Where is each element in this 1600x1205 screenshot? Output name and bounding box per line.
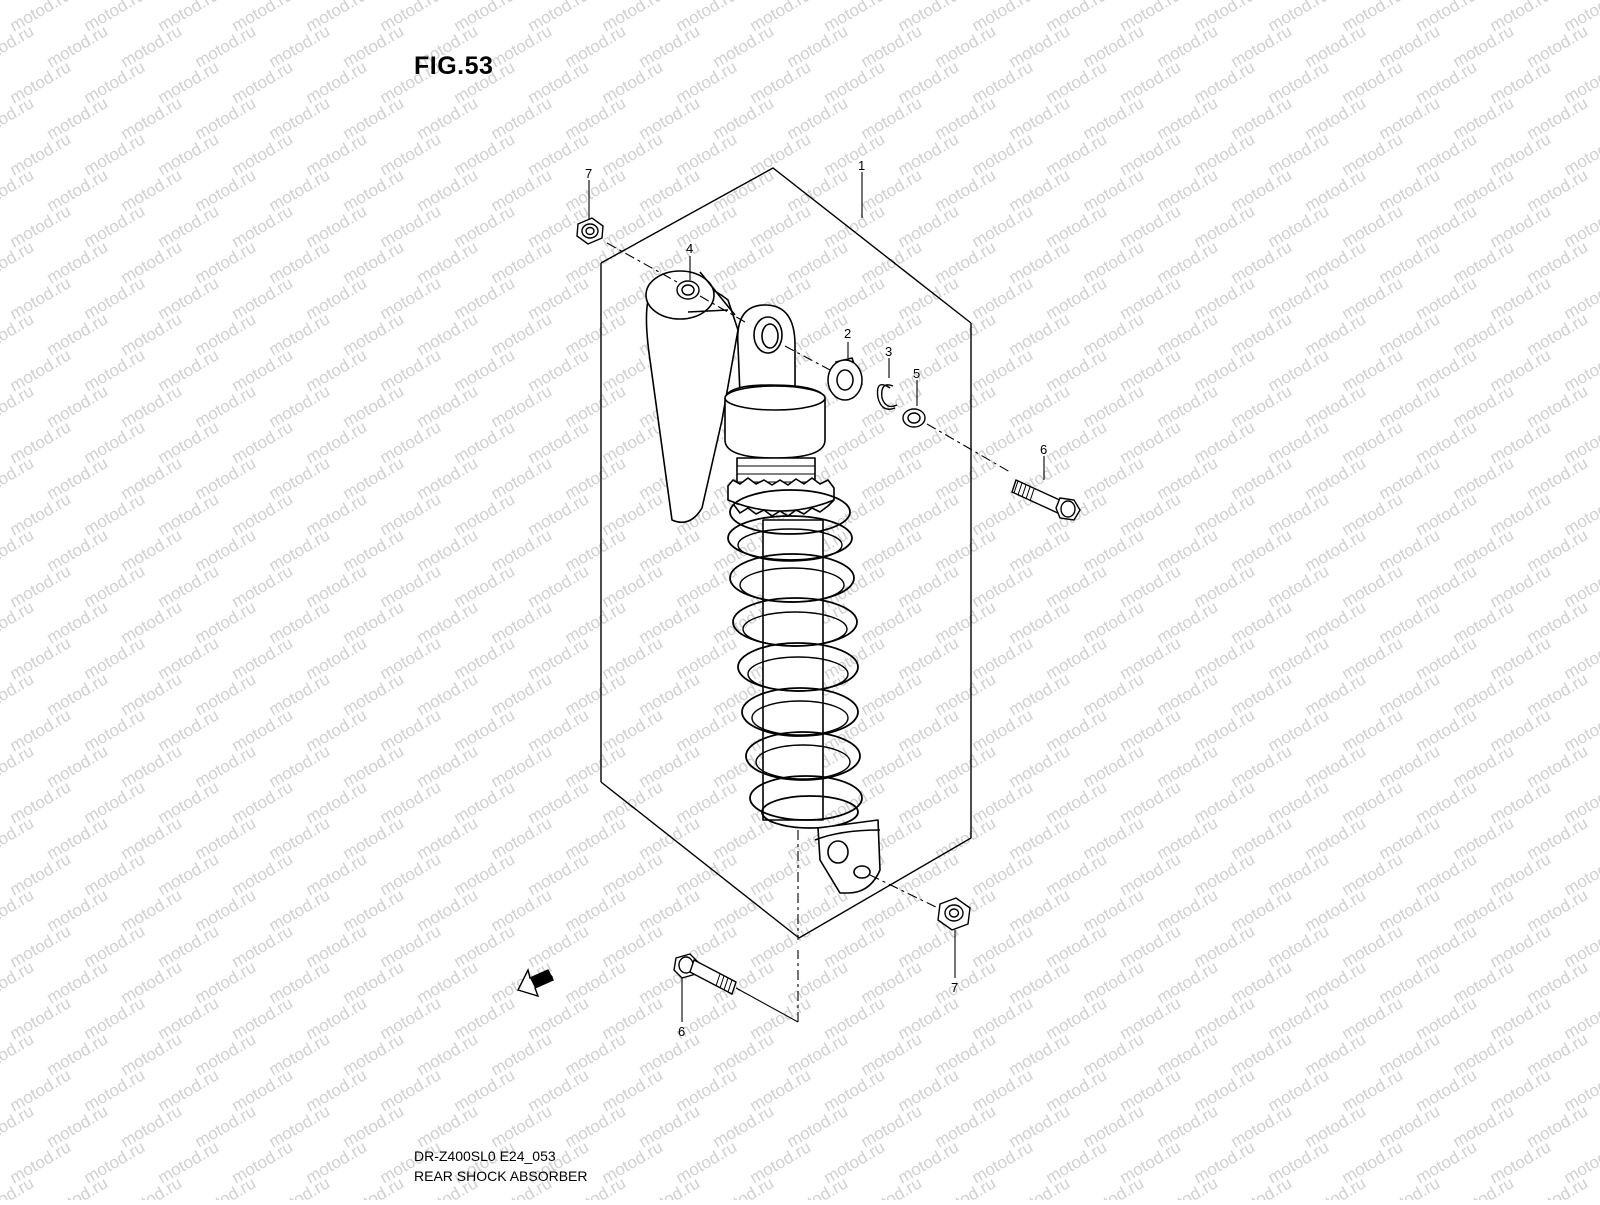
callout-7-upper: 7 <box>585 166 592 181</box>
watermark-text: motod.ru <box>1154 1173 1222 1200</box>
watermark-text: motod.ru <box>266 1173 334 1200</box>
watermark-text: motod.ru <box>1524 1173 1592 1200</box>
watermark-text: motod.ru <box>858 1173 926 1200</box>
callout-2: 2 <box>844 326 851 341</box>
watermark-text: motod.ru <box>1450 1173 1518 1200</box>
watermark-text: motod.ru <box>0 165 37 215</box>
callout-6-upper: 6 <box>1040 442 1047 457</box>
model-code: DR-Z400SL0 E24_053 <box>414 1148 556 1164</box>
watermark-text: motod.ru <box>0 93 37 143</box>
watermark-text: motod.ru <box>0 21 37 71</box>
figure-title: FIG.53 <box>414 52 493 81</box>
watermark-text: motod.ru <box>0 525 37 575</box>
watermark-text: motod.ru <box>1006 1173 1074 1200</box>
bolt-part-6-lower <box>674 954 736 994</box>
callout-5: 5 <box>913 366 920 381</box>
watermark-text: motod.ru <box>0 813 37 863</box>
watermark-text: motod.ru <box>784 1173 852 1200</box>
watermark-text: motod.ru <box>1228 1173 1296 1200</box>
watermark-text: motod.ru <box>1302 1173 1370 1200</box>
watermark-text: motod.ru <box>0 309 37 359</box>
watermark-text: motod.ru <box>0 1101 37 1151</box>
callout-1: 1 <box>858 158 865 173</box>
watermark-text: motod.ru <box>0 597 37 647</box>
watermark-text: motod.ru <box>0 453 37 503</box>
washer-part-4 <box>677 281 699 299</box>
watermark-text: motod.ru <box>0 237 37 287</box>
watermark-text: motod.ru <box>1080 1173 1148 1200</box>
watermark-text: motod.ru <box>192 1173 260 1200</box>
watermark-text: motod.ru <box>0 381 37 431</box>
callout-7-lower: 7 <box>951 980 958 995</box>
callout-3: 3 <box>885 344 892 359</box>
watermark-text: motod.ru <box>0 669 37 719</box>
watermark-text: motod.ru <box>0 1029 37 1079</box>
watermark-text: motod.ru <box>340 1173 408 1200</box>
callout-6-lower: 6 <box>678 1024 685 1039</box>
watermark-text: motod.ru <box>1376 1173 1444 1200</box>
washer-part-5 <box>903 409 925 427</box>
callout-4: 4 <box>686 241 693 256</box>
watermark-text: motod.ru <box>0 741 37 791</box>
watermark-text: motod.ru <box>710 1173 778 1200</box>
watermark-text: motod.ru <box>0 957 37 1007</box>
watermark-text: motod.ru <box>932 1173 1000 1200</box>
watermark-text: motod.ru <box>0 885 37 935</box>
part-name: REAR SHOCK ABSORBER <box>414 1168 588 1184</box>
watermark-text: motod.ru <box>636 1173 704 1200</box>
watermark-text: motod.ru <box>118 1173 186 1200</box>
watermark-text: motod.ru <box>44 1173 112 1200</box>
